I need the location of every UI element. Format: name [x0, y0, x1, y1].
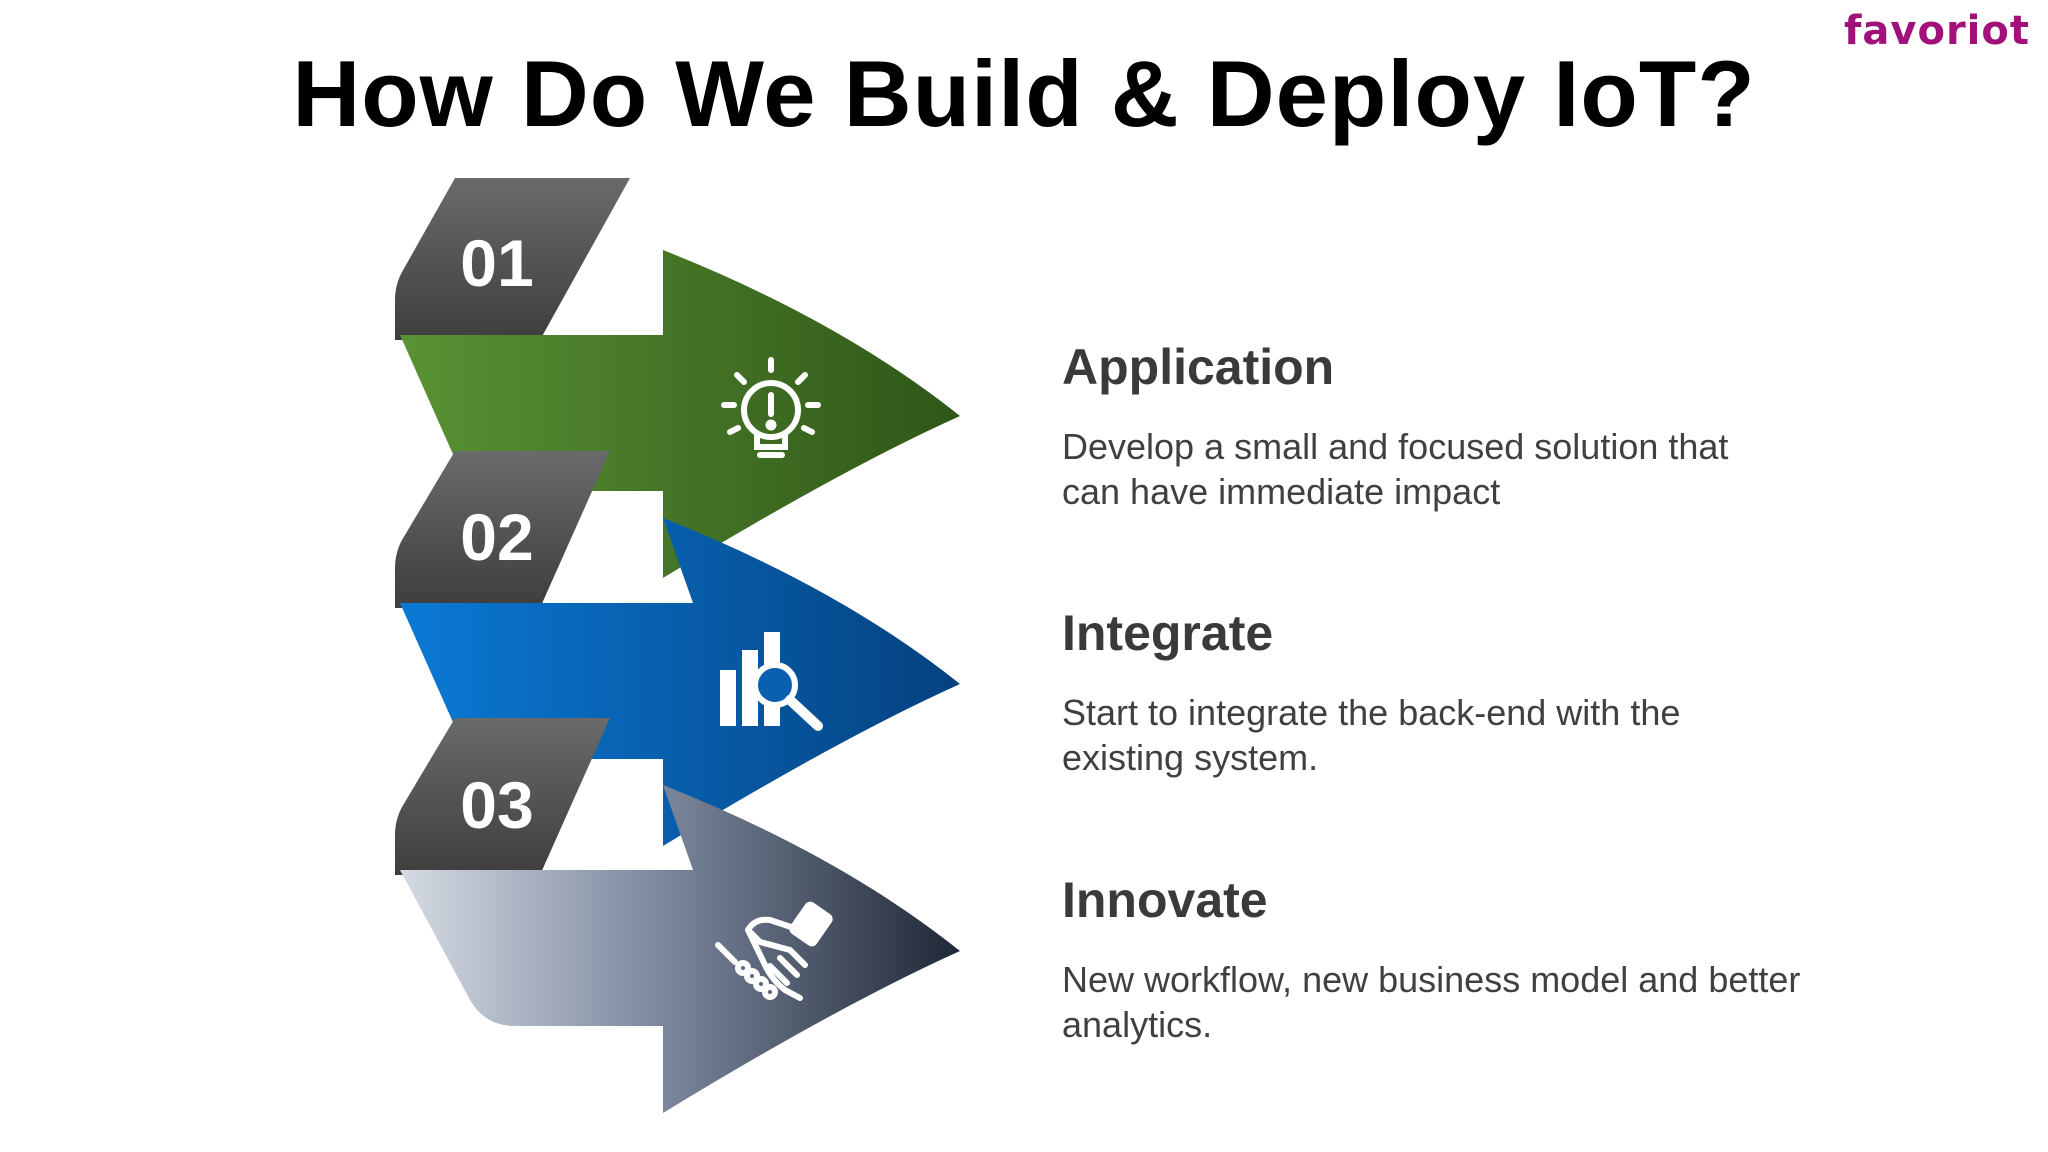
step-1-heading: Application — [1062, 339, 1335, 395]
step-3-text: Innovate New workflow, new business mode… — [1062, 871, 1962, 1047]
step-3-number: 03 — [460, 768, 533, 842]
step-3-heading: Innovate — [1062, 872, 1268, 928]
step-3-number-tab — [395, 718, 610, 875]
handshake-icon — [715, 901, 833, 1001]
step-3-description-line-1: New workflow, new business model and bet… — [1062, 959, 1801, 1000]
brand-logo: favoriot — [1844, 8, 2030, 54]
step-1-arrow — [400, 250, 960, 578]
step-3-graphic: 03 — [395, 718, 960, 1113]
step-2-description: Start to integrate the back-end with the… — [1062, 690, 1962, 780]
step-3-arrow — [400, 785, 960, 1113]
step-3-description-line-2: analytics. — [1062, 1004, 1213, 1045]
step-2-number-tab — [395, 451, 610, 608]
step-1-number-tab — [395, 178, 630, 340]
step-2-graphic: 02 — [395, 451, 960, 846]
step-2-text: Integrate Start to integrate the back-en… — [1062, 604, 1962, 780]
page-title: How Do We Build & Deploy IoT? — [292, 41, 1756, 146]
step-1-description: Develop a small and focused solution tha… — [1062, 424, 1962, 514]
step-1-description-line-2: can have immediate impact — [1062, 471, 1501, 512]
lightbulb-icon — [721, 357, 821, 458]
step-2-description-line-1: Start to integrate the back-end with the — [1062, 692, 1681, 733]
step-1-description-line-1: Develop a small and focused solution tha… — [1062, 426, 1729, 467]
step-1-text: Application Develop a small and focused … — [1062, 338, 1962, 514]
step-2-heading: Integrate — [1062, 605, 1274, 661]
step-2-description-line-2: existing system. — [1062, 737, 1319, 778]
chart-magnifier-icon — [720, 632, 823, 731]
step-2-arrow — [400, 518, 960, 846]
step-1-number: 01 — [460, 226, 533, 300]
step-1-graphic: 01 — [395, 178, 960, 578]
step-2-number: 02 — [460, 500, 533, 574]
step-3-description: New workflow, new business model and bet… — [1062, 957, 1962, 1047]
